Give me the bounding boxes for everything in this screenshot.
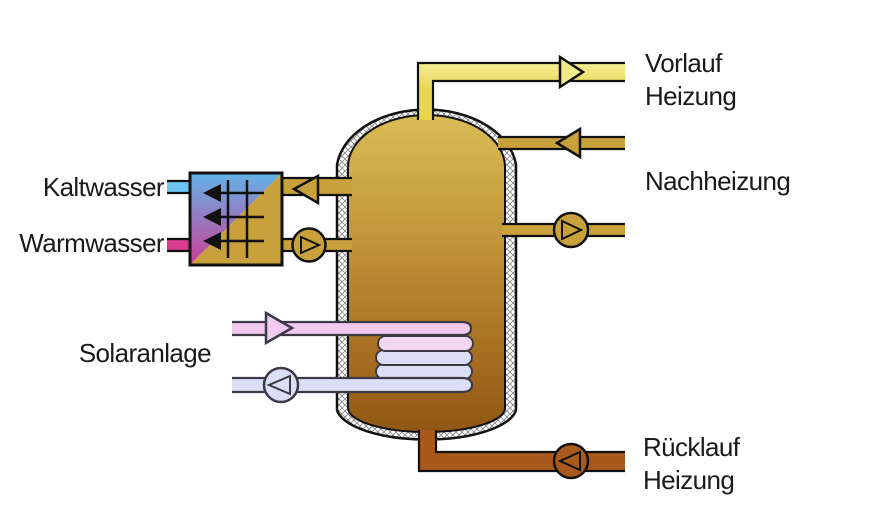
solar-return-pipe-outline	[232, 376, 474, 394]
solar-circuit	[232, 310, 474, 404]
nachheizung-check-valve-icon	[554, 126, 582, 160]
warmwasser-pipe	[167, 239, 192, 251]
nachheizung-return-pipe	[502, 211, 625, 249]
labels: Kaltwasser Warmwasser Solaranlage Vorlau…	[19, 48, 791, 495]
nachheizung-pump-triangle	[561, 219, 584, 241]
exchanger-outline	[188, 171, 284, 267]
solar-flow-arrow-icon	[264, 310, 295, 346]
label-ruecklauf-heizung-line1: Rücklauf	[643, 432, 741, 462]
exchanger-arrow-head-3	[203, 232, 221, 250]
vorlauf-flow-arrow-icon	[558, 54, 586, 90]
heat-exchanger	[188, 171, 284, 267]
solar-coil-tube-2	[377, 335, 474, 352]
solar-coil-tube-3	[375, 349, 473, 366]
label-nachheizung: Nachheizung	[645, 166, 790, 196]
solar-supply-pipe	[232, 322, 471, 335]
solar-pump-triangle	[266, 374, 291, 396]
solar-supply-pipe-outline	[232, 320, 473, 337]
exchanger-arrow-head-1	[203, 184, 221, 202]
vorlauf-heizung-pipe	[416, 54, 625, 120]
label-ruecklauf-heizung-line2: Heizung	[643, 465, 734, 495]
exchanger-pump-triangle	[300, 235, 322, 255]
vorlauf-pipe-outline-top	[416, 61, 625, 120]
nachheizung-inlet-pipe	[498, 126, 625, 160]
ruecklauf-heizung-pipe	[417, 430, 625, 480]
exchanger-check-valve-icon	[291, 173, 320, 206]
kaltwasser-pipe	[167, 181, 192, 193]
label-warmwasser: Warmwasser	[19, 228, 165, 258]
label-vorlauf-heizung-line1: Vorlauf	[645, 48, 723, 78]
label-solaranlage: Solaranlage	[79, 338, 211, 368]
exchanger-arrow-head-2	[203, 208, 221, 226]
label-kaltwasser: Kaltwasser	[43, 172, 165, 202]
solar-coil-tube-4	[375, 363, 473, 380]
label-vorlauf-heizung-line2: Heizung	[645, 81, 736, 111]
exchanger-circuit	[282, 173, 352, 263]
domestic-water-pipes	[167, 179, 192, 253]
ruecklauf-pump-triangle	[557, 450, 581, 472]
